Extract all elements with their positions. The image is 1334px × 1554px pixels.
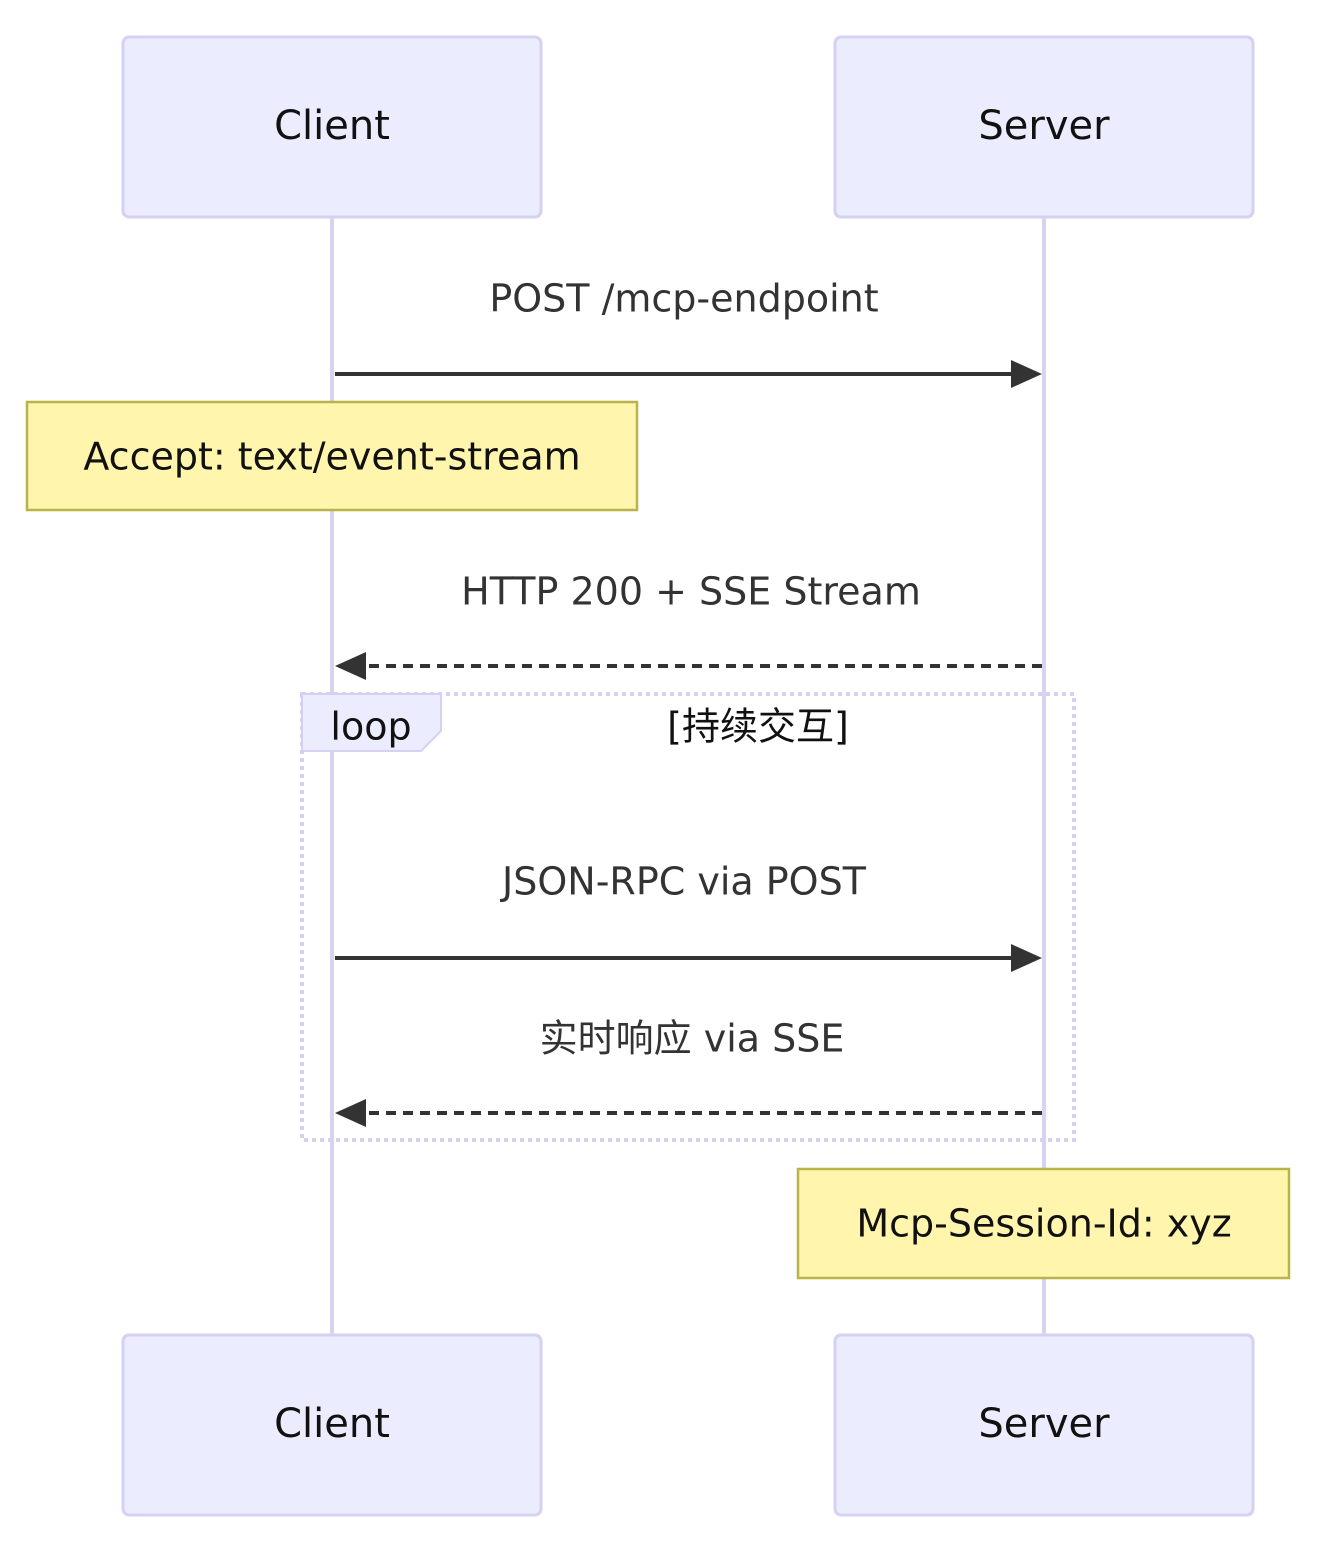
message-http-200: HTTP 200 + SSE Stream — [335, 570, 1042, 680]
server-actor-bottom: Server — [833, 1333, 1255, 1517]
message-realtime-response: 实时响应 via SSE — [335, 1017, 1042, 1127]
message-post-endpoint-label: POST /mcp-endpoint — [489, 277, 878, 321]
loop-tab — [301, 693, 442, 752]
message-jsonrpc: JSON-RPC via POST — [335, 860, 1042, 972]
note-accept-text: Accept: text/event-stream — [83, 435, 580, 479]
client-actor-bottom: Client — [121, 1333, 543, 1517]
server-actor-top: Server — [833, 35, 1255, 219]
loop-block: loop [持续交互] — [300, 692, 1076, 1142]
message-realtime-response-label: 实时响应 via SSE — [540, 1017, 845, 1061]
note-session-id: Mcp-Session-Id: xyz — [796, 1167, 1291, 1280]
client-actor-top-label: Client — [274, 103, 390, 149]
note-session-id-text: Mcp-Session-Id: xyz — [856, 1202, 1231, 1246]
loop-condition: [持续交互] — [667, 705, 849, 749]
client-actor-bottom-label: Client — [274, 1401, 390, 1447]
message-http-200-label: HTTP 200 + SSE Stream — [461, 570, 921, 614]
arrowhead-left-icon — [335, 1099, 366, 1127]
client-actor-top: Client — [121, 35, 543, 219]
loop-frame — [300, 692, 1076, 1142]
loop-label: loop — [330, 705, 411, 749]
note-accept: Accept: text/event-stream — [25, 400, 639, 512]
arrowhead-right-icon — [1011, 360, 1042, 388]
arrowhead-left-icon — [335, 652, 366, 680]
server-actor-bottom-label: Server — [978, 1401, 1110, 1447]
server-actor-top-label: Server — [978, 103, 1110, 149]
message-post-endpoint: POST /mcp-endpoint — [335, 277, 1042, 388]
message-jsonrpc-label: JSON-RPC via POST — [500, 860, 867, 904]
arrowhead-right-icon — [1011, 944, 1042, 972]
